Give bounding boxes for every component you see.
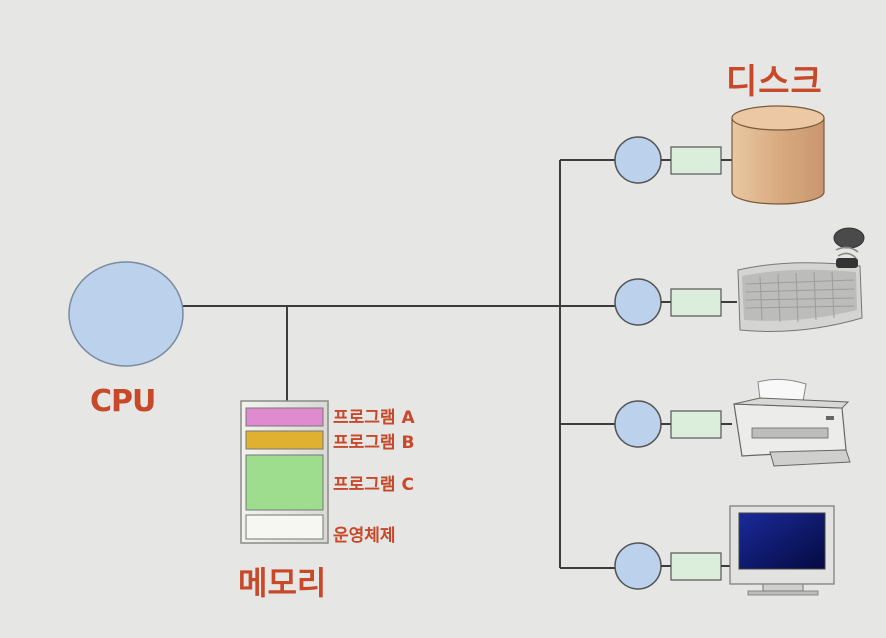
memory-label: 메모리: [238, 564, 327, 602]
memory-segment-program-c: [245, 454, 324, 511]
bus-lines: [183, 159, 618, 569]
segment-label-program-a: 프로그램 A: [333, 408, 415, 428]
disk-icon: [731, 105, 825, 205]
controller-keyboard: [614, 278, 737, 326]
controller-printer: [614, 400, 732, 448]
controller-disk: [614, 136, 732, 184]
memory-segment-program-a: [245, 407, 324, 427]
keyboard-icon: [737, 227, 865, 332]
memory-block: [240, 400, 329, 544]
printer-icon: [733, 378, 851, 467]
cpu-label: CPU: [90, 384, 156, 419]
segment-label-program-c: 프로그램 C: [333, 475, 414, 495]
cpu-circle: [68, 261, 184, 367]
memory-segment-os: [245, 514, 324, 540]
controller-monitor: [614, 542, 732, 590]
segment-label-os: 운영체제: [333, 526, 396, 546]
segment-label-program-b: 프로그램 B: [333, 433, 415, 453]
disk-label: 디스크: [726, 62, 823, 102]
monitor-icon: [729, 505, 835, 596]
memory-segment-program-b: [245, 430, 324, 450]
